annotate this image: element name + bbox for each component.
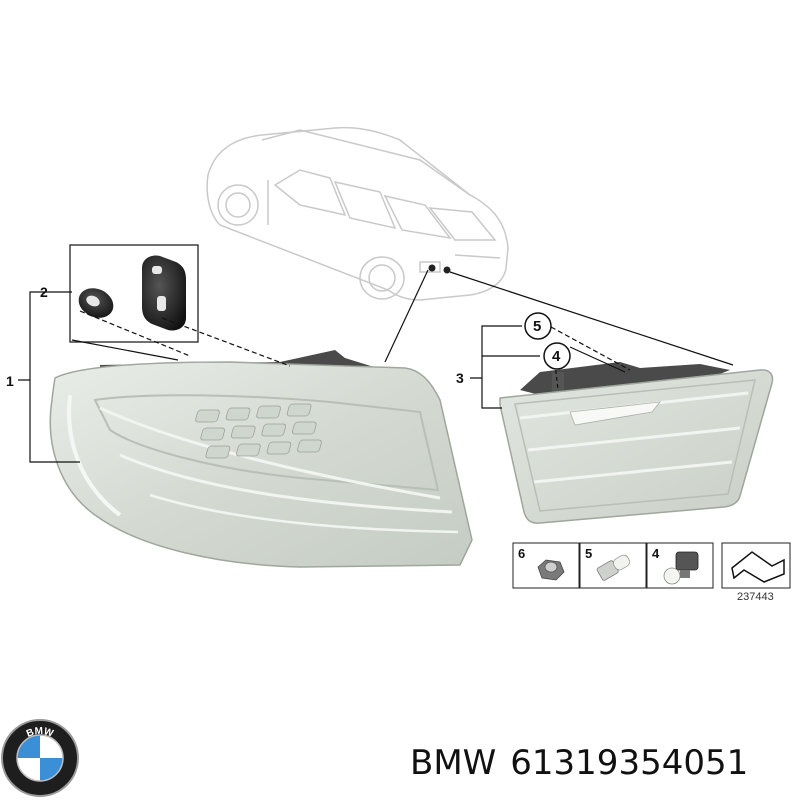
inner-tail-light — [499, 362, 774, 524]
car-outline — [206, 126, 509, 301]
callout-4-circle — [543, 342, 571, 370]
nut-icon — [537, 559, 565, 581]
brand-name: BMW — [410, 743, 497, 783]
callout-5: 5 — [533, 318, 541, 335]
bmw-logo: BMW — [1, 719, 79, 797]
diagram-id: 237443 — [737, 591, 774, 603]
callout-1: 1 — [6, 373, 14, 389]
round-gasket — [78, 288, 114, 318]
part-caption: BMW 61319354051 — [410, 738, 790, 788]
logo-ring-text: BMW — [25, 726, 55, 740]
rectangular-gasket — [142, 255, 186, 331]
outer-tail-light — [49, 350, 473, 568]
mount-point-dot — [443, 266, 451, 274]
part-number: 61319354051 — [510, 743, 749, 783]
callout-4: 4 — [552, 348, 561, 365]
bulb-holder-icon — [663, 551, 699, 585]
part-label-5: 5 — [585, 546, 592, 561]
leader-lines — [18, 269, 734, 463]
small-parts-row: 6 5 4 237443 — [512, 542, 791, 603]
callout-2: 2 — [40, 284, 48, 300]
mount-point-dot — [428, 264, 436, 272]
part-label-4: 4 — [652, 546, 660, 561]
logo-blue-quadrant — [17, 735, 40, 758]
logo-blue-quadrant — [40, 758, 63, 781]
bulb-icon — [596, 554, 631, 581]
callout-5-circle — [524, 312, 552, 340]
seal-symbol-icon — [731, 551, 785, 583]
part-label-6: 6 — [518, 546, 525, 561]
callout-3: 3 — [456, 370, 464, 386]
